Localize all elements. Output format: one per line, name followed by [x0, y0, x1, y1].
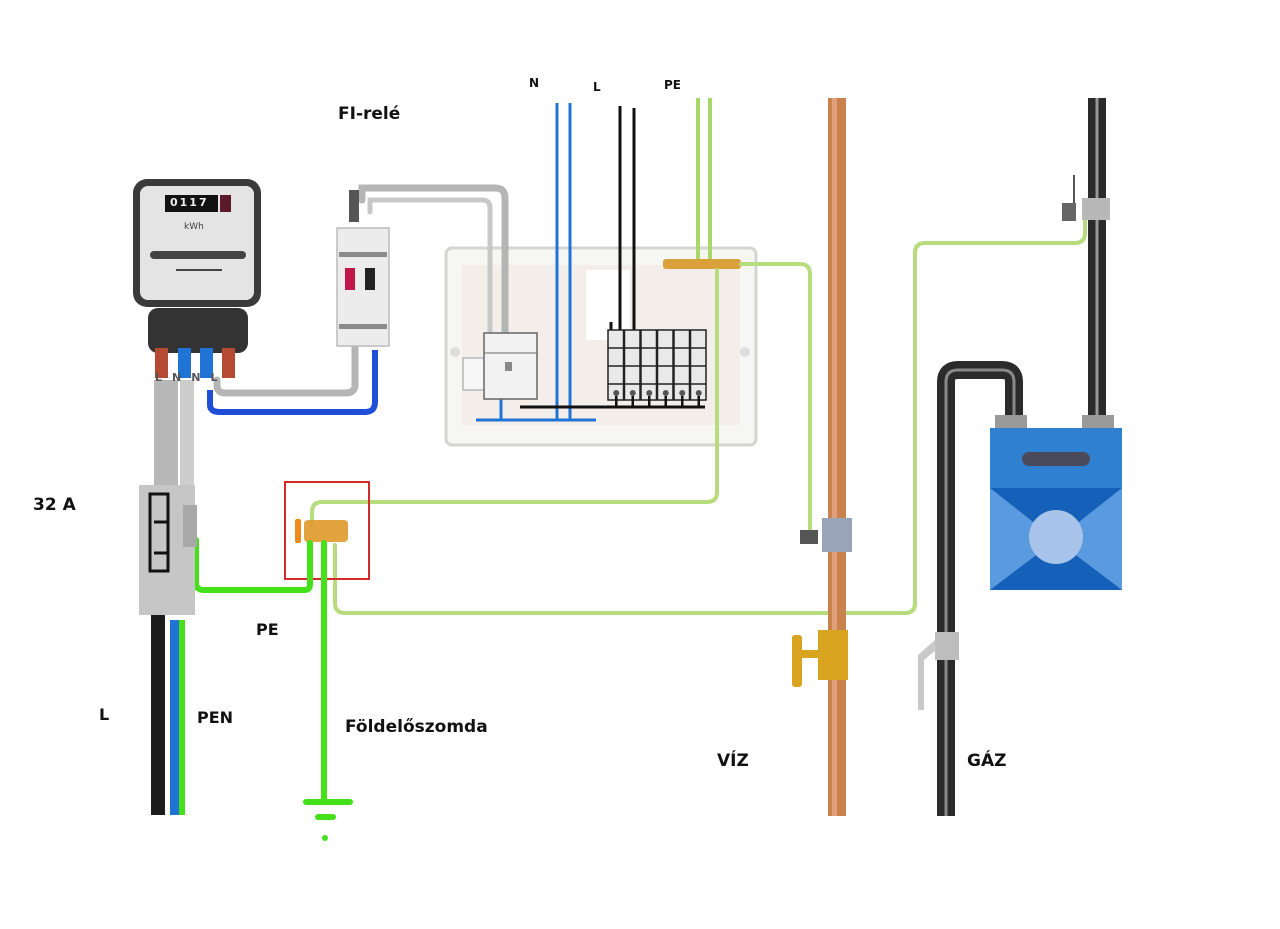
label-fi-rele: FI-relé	[338, 104, 401, 124]
breaker-terminal	[695, 390, 702, 396]
circuit-breaker	[607, 329, 625, 401]
label-pe: PE	[256, 620, 279, 639]
circuit-breaker	[640, 329, 658, 401]
neutral-conductors	[476, 103, 596, 422]
gas-valve	[918, 632, 959, 710]
circuit-breakers	[607, 329, 707, 407]
meter-unit: kWh	[184, 222, 204, 232]
water-pipe	[792, 98, 852, 816]
terminal-label: N	[191, 371, 201, 384]
pe-conductors-top	[696, 98, 712, 262]
label-n: N	[529, 76, 540, 90]
label-l-top: L	[593, 80, 601, 94]
terminal-label: L	[155, 371, 163, 384]
main-fuse	[139, 380, 197, 615]
circuit-breaker	[656, 329, 674, 401]
breaker-terminal	[679, 390, 686, 396]
label-pe-top: PE	[664, 78, 681, 92]
terminal-label: L	[210, 371, 218, 384]
meter-reading: 0117	[170, 196, 209, 209]
circuit-breaker	[689, 329, 707, 401]
label-ground-rod: Földelőszomda	[345, 717, 488, 737]
breaker-terminal	[613, 390, 620, 396]
incoming-cable	[151, 615, 185, 815]
breaker-terminal	[662, 390, 669, 396]
gas-pipe	[937, 98, 1106, 816]
electricity-meter	[133, 179, 261, 378]
circuit-breaker	[623, 329, 641, 401]
circuit-breaker	[673, 329, 691, 401]
equipotential-bonding-wires	[310, 213, 1087, 615]
breaker-terminal	[646, 390, 653, 396]
main-earthing-terminal	[295, 519, 348, 543]
gas-meter	[990, 415, 1122, 590]
neutral-cable-meter-to-rcd	[207, 350, 378, 415]
label-water: VÍZ	[717, 751, 749, 771]
pe-busbar	[663, 259, 741, 269]
ground-symbol-dot	[322, 835, 328, 841]
breaker-terminal	[629, 390, 636, 396]
terminal-label: N	[172, 371, 182, 384]
label-pen: PEN	[197, 708, 234, 727]
rcd-fi-rele	[336, 190, 390, 347]
label-amp-rating: 32 A	[33, 495, 76, 515]
gas-bonding-clamp	[1062, 175, 1110, 221]
pe-main-wires	[193, 537, 353, 820]
label-gas: GÁZ	[967, 751, 1007, 771]
grey-supply-cables	[213, 184, 509, 397]
meter-terminal-labels: L N N L	[155, 371, 217, 384]
label-l-bottom: L	[99, 705, 110, 724]
main-switch	[462, 332, 538, 400]
